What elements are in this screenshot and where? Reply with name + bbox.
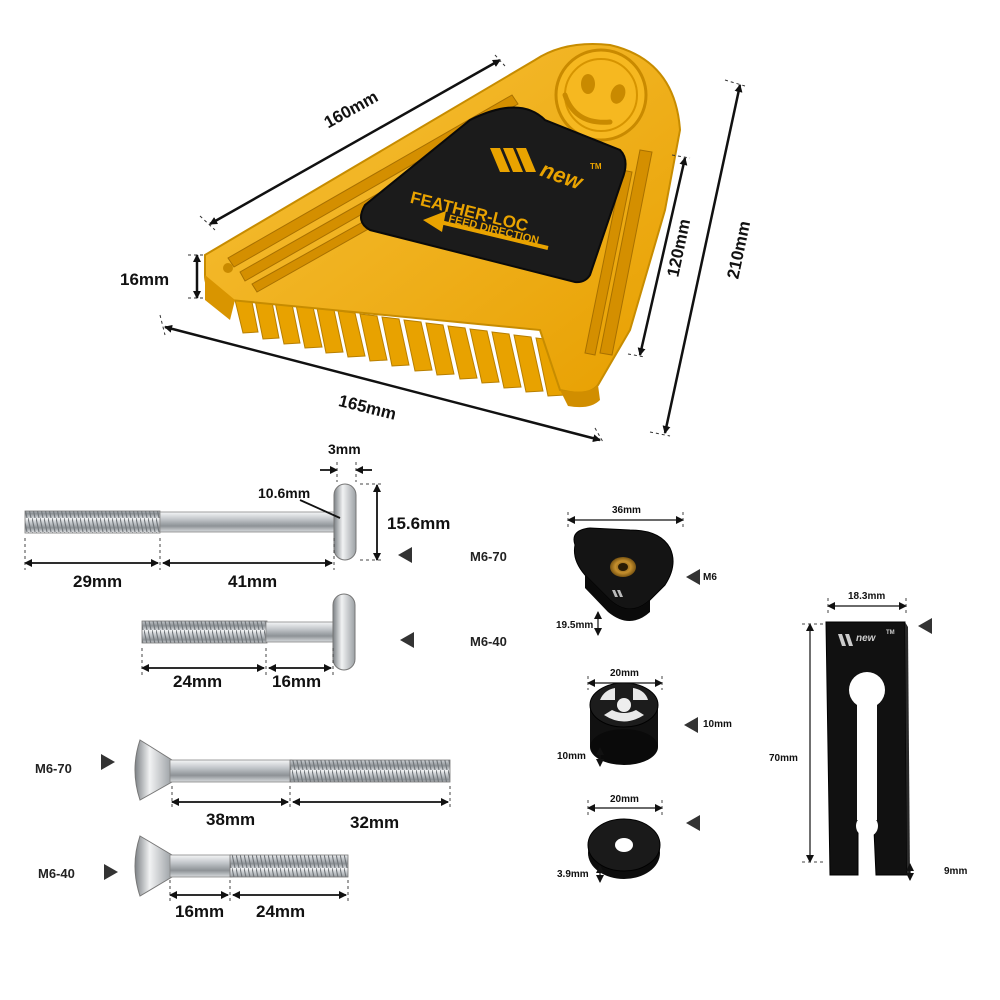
plate-brand: new: [856, 633, 876, 644]
washer-height: 3.9mm: [557, 869, 589, 880]
spacer-side: 10mm: [703, 719, 732, 730]
model-pointer-icon: [686, 569, 700, 585]
t-bolt-short-thread: 24mm: [173, 672, 223, 691]
countersunk-short-thread: 24mm: [256, 902, 306, 921]
slotted-plate: [825, 621, 910, 878]
t-bolt-long-shank: 41mm: [228, 572, 278, 591]
knob-width: 36mm: [612, 505, 641, 516]
plate-trademark: TM: [886, 630, 895, 636]
t-bolt-long-head-thickness: 3mm: [328, 441, 361, 457]
t-bolt-short-model: M6-40: [470, 634, 507, 649]
model-pointer-icon: [686, 815, 700, 831]
spacer-height: 10mm: [557, 751, 586, 762]
knob-logo-icon: [612, 590, 623, 597]
three-lobe-knob: [573, 527, 674, 621]
t-bolt-long: [24, 483, 357, 561]
featherboard-dimension-lines: [164, 58, 743, 443]
spacer-bushing: [589, 682, 659, 765]
plate-length: 70mm: [769, 753, 798, 764]
plate-thickness: 9mm: [944, 866, 968, 877]
rubber-washer: [587, 818, 661, 879]
dim-thickness: 16mm: [120, 270, 170, 289]
countersunk-bolt-short: [134, 835, 349, 897]
knob-height: 19.5mm: [556, 620, 594, 631]
countersunk-long-thread: 32mm: [350, 813, 400, 832]
spacer-width: 20mm: [610, 668, 639, 679]
model-pointer-icon: [398, 547, 412, 563]
countersunk-short-model: M6-40: [38, 866, 75, 881]
countersunk-short-shank: 16mm: [175, 902, 225, 921]
washer-width: 20mm: [610, 794, 639, 805]
model-pointer-icon: [400, 632, 414, 648]
featherboard-trademark: TM: [590, 162, 602, 171]
model-pointer-icon: [101, 754, 115, 770]
t-bolt-long-thread: 29mm: [73, 572, 123, 591]
plate-width: 18.3mm: [848, 591, 886, 602]
model-pointer-icon: [684, 717, 698, 733]
plate-logo-icon: [838, 634, 853, 646]
t-bolt-short-shank: 16mm: [272, 672, 322, 691]
countersunk-bolt-long: [134, 739, 451, 801]
t-bolt-long-head-width: 10.6mm: [258, 485, 311, 501]
model-pointer-icon: [918, 618, 932, 634]
t-bolt-long-head-height: 15.6mm: [387, 514, 451, 533]
countersunk-long-model: M6-70: [35, 761, 72, 776]
t-bolt-long-model: M6-70: [470, 549, 507, 564]
featherboard: [204, 43, 682, 408]
knob-model: M6: [703, 572, 717, 583]
countersunk-long-shank: 38mm: [206, 810, 256, 829]
model-pointer-icon: [104, 864, 118, 880]
t-bolt-short: [141, 593, 356, 671]
